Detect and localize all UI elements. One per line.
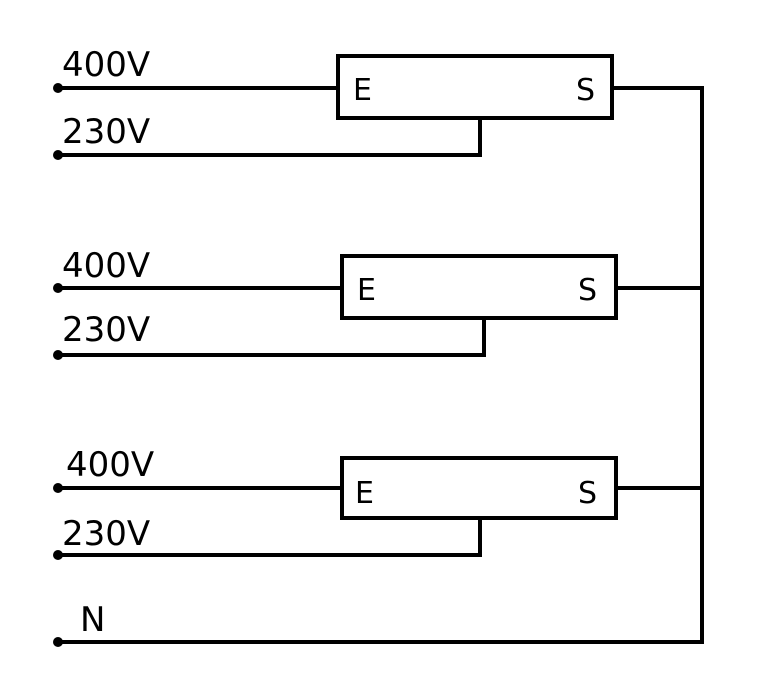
unit-1-230v-wire [56, 116, 482, 157]
unit-1: 400V 230V E S [53, 45, 704, 160]
unit-2-terminal-e: E [357, 273, 376, 308]
unit-2-400v-label: 400V [62, 246, 150, 286]
unit-2-terminal-s: S [578, 273, 597, 308]
unit-2: 400V 230V E S [53, 246, 704, 360]
unit-3-400v-label: 400V [66, 445, 154, 485]
unit-3-device-box [340, 456, 618, 520]
neutral-label: N [80, 600, 105, 640]
unit-3-terminal-s: S [578, 476, 597, 511]
unit-2-230v-label: 230V [62, 310, 150, 350]
unit-3: 400V 230V E S [53, 445, 704, 560]
unit-3-230v-label: 230V [62, 514, 150, 554]
unit-3-terminal-e: E [355, 476, 374, 511]
unit-1-terminal-s: S [576, 73, 595, 108]
unit-1-device-box [336, 54, 614, 120]
neutral: N [53, 86, 704, 647]
unit-1-400v-label: 400V [62, 45, 150, 85]
unit-3-230v-wire [56, 516, 482, 557]
unit-1-terminal-e: E [353, 73, 372, 108]
unit-2-230v-wire [56, 316, 486, 357]
unit-2-device-box [340, 254, 618, 320]
unit-1-230v-label: 230V [62, 112, 150, 152]
